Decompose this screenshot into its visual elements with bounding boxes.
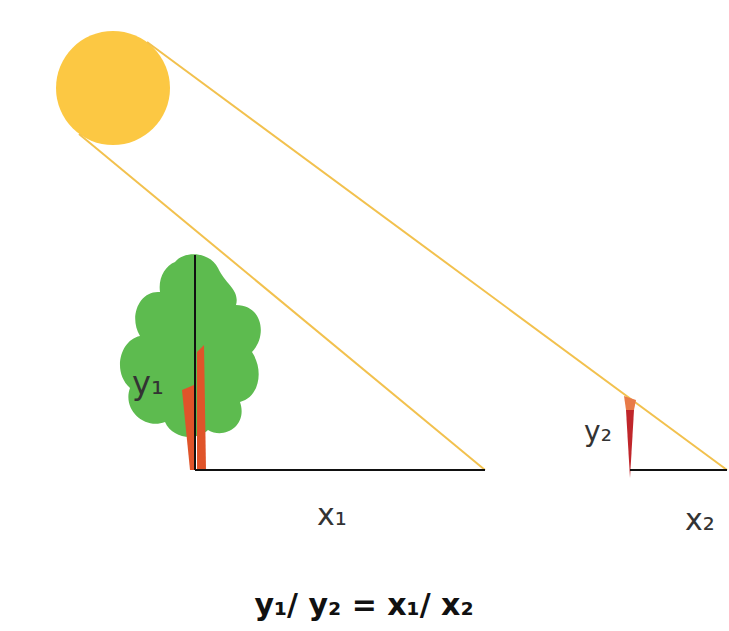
length-label: y₁ xyxy=(132,367,164,399)
stick-top xyxy=(624,396,636,410)
formula: y₁/ y₂ = x₁/ x₂ xyxy=(254,590,473,620)
tree-trunk xyxy=(182,385,196,470)
shadow-line xyxy=(195,469,485,471)
length-label: y₂ xyxy=(584,418,612,446)
shadow-line xyxy=(630,469,727,471)
sun-ray xyxy=(79,134,485,470)
tree-trunk xyxy=(197,345,206,470)
sun xyxy=(56,31,170,145)
stick xyxy=(626,410,634,478)
length-label: x₂ xyxy=(685,505,715,535)
length-label: x₁ xyxy=(317,500,347,530)
height-line xyxy=(194,255,196,470)
